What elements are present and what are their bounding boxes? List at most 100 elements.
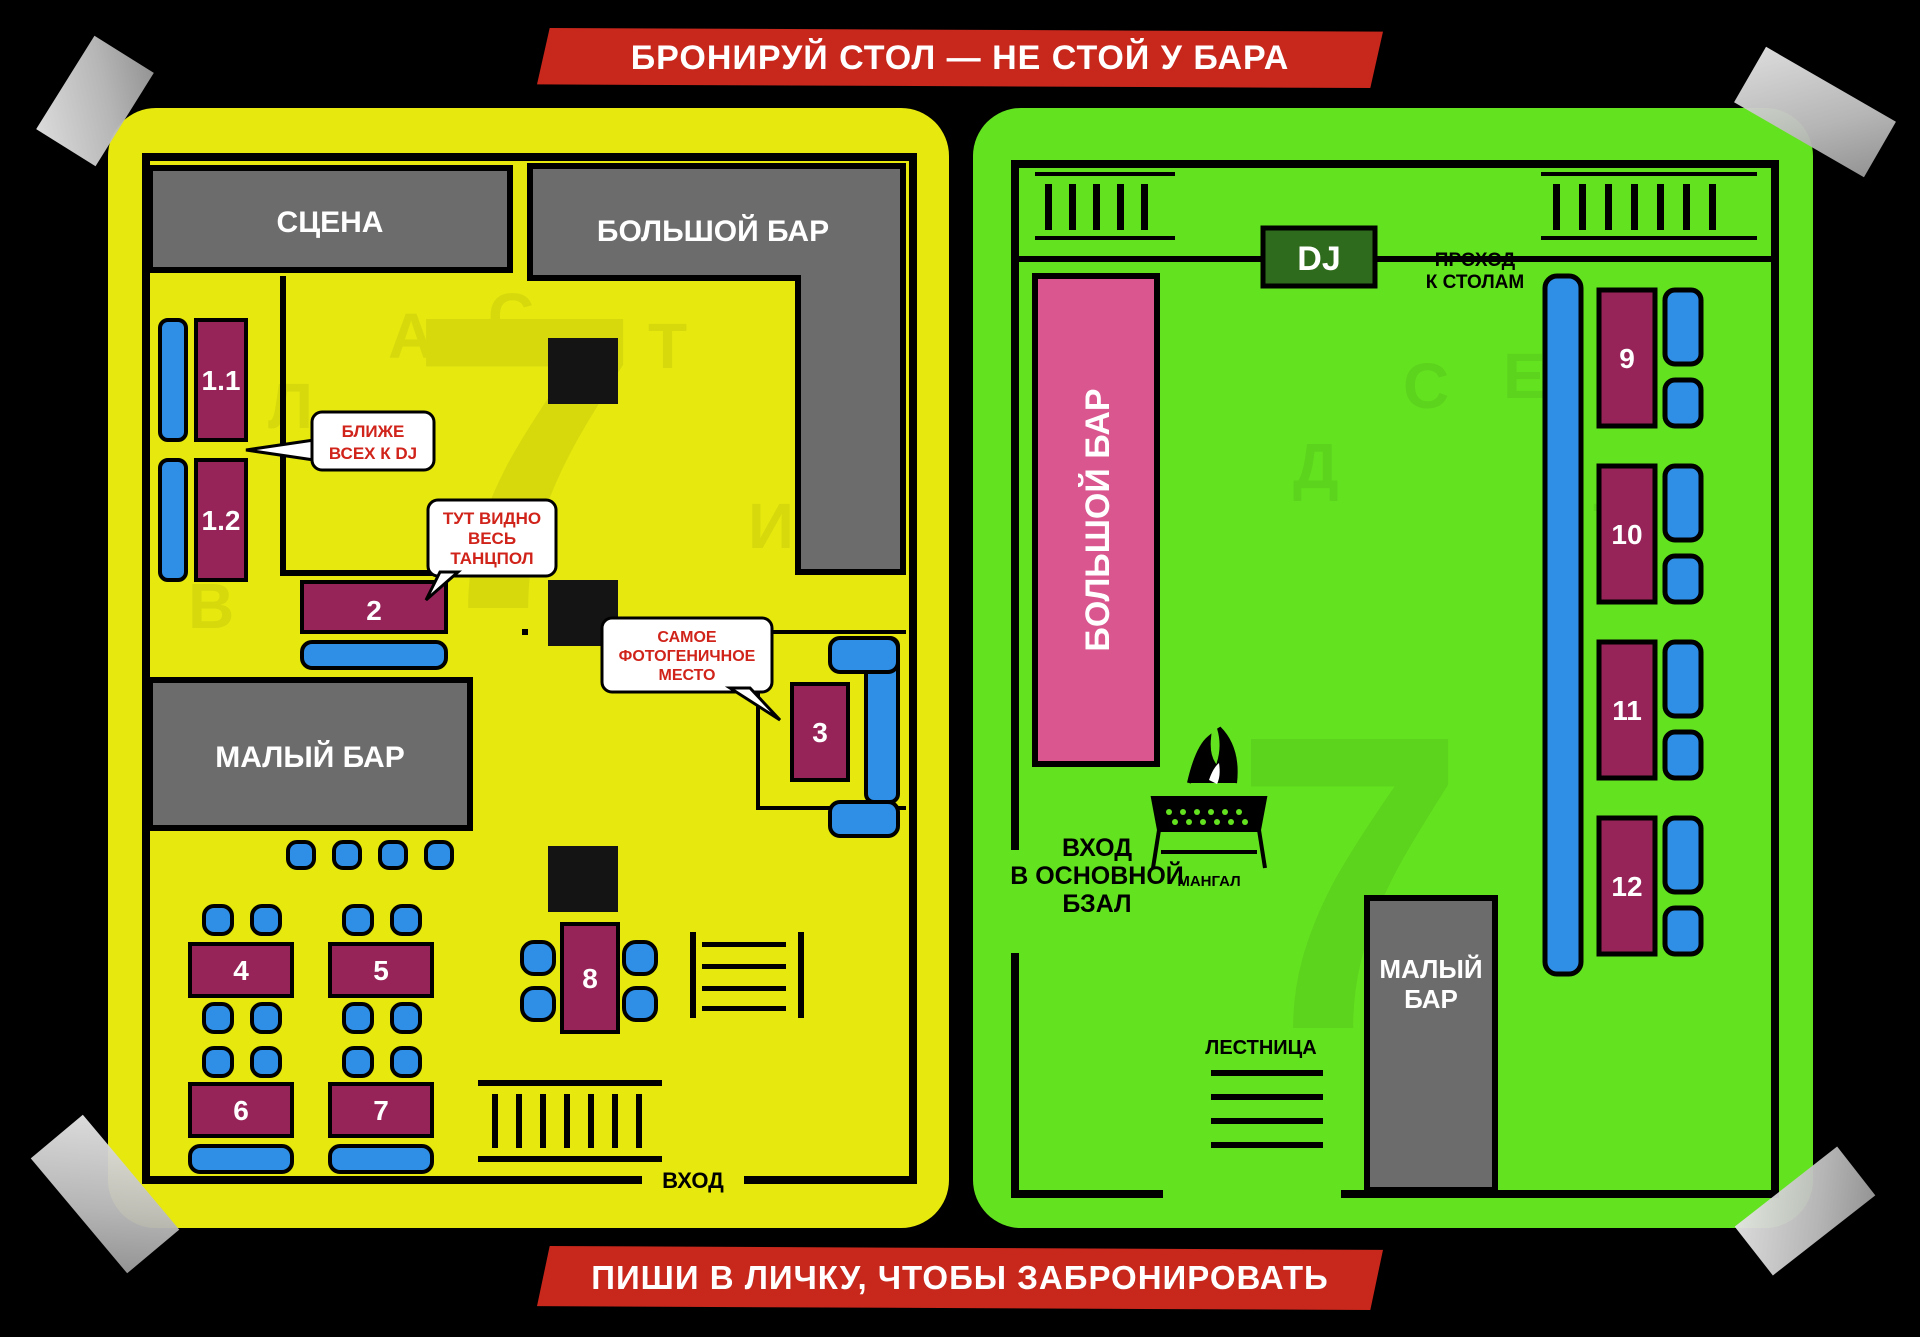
table-2[interactable] bbox=[300, 580, 448, 634]
wall-left bbox=[142, 153, 150, 1183]
header-banner: БРОНИРУЙ СТОЛ — НЕ СТОЙ У БАРА bbox=[537, 28, 1383, 88]
sofa-7 bbox=[328, 1144, 434, 1174]
callout-photo-line1: САМОЕ bbox=[657, 629, 716, 646]
table-1-1[interactable] bbox=[194, 318, 248, 442]
stool bbox=[286, 840, 316, 870]
wall-left-lower bbox=[1011, 953, 1019, 1197]
main-hall-entrance-line1: ВХОД bbox=[1062, 834, 1132, 862]
watermark-letter: Л bbox=[268, 370, 313, 442]
stool bbox=[332, 840, 362, 870]
table-10-label: 10 bbox=[1611, 519, 1642, 550]
table-8[interactable] bbox=[560, 922, 620, 1034]
small-bar-right bbox=[1364, 895, 1498, 1193]
table-10[interactable] bbox=[1596, 463, 1658, 605]
wall-right bbox=[1771, 160, 1779, 1197]
stairs-left-side bbox=[690, 932, 804, 1018]
table-7-label: 7 bbox=[373, 1095, 389, 1126]
wall-top bbox=[142, 153, 917, 161]
callout-dj-line2: ВСЕХ К DJ bbox=[329, 444, 417, 463]
table-3-label: 3 bbox=[812, 717, 828, 748]
booking-cta-text: ПИШИ В ЛИЧКУ, ЧТОБЫ ЗАБРОНИРОВАТЬ bbox=[591, 1259, 1329, 1296]
wall-top bbox=[1011, 160, 1779, 168]
small-bar-right-line1: МАЛЫЙ bbox=[1379, 954, 1482, 984]
entrance-left-label: ВХОД bbox=[662, 1168, 724, 1193]
callout-dj-line1: БЛИЖЕ bbox=[342, 422, 405, 441]
wall-bottom-left bbox=[142, 1176, 642, 1184]
table-4[interactable] bbox=[188, 942, 294, 998]
table-1-2-label: 1.2 bbox=[202, 505, 241, 536]
small-bar-left-label: МАЛЫЙ БАР bbox=[215, 740, 404, 774]
wall-right bbox=[909, 153, 917, 1183]
table-3[interactable] bbox=[790, 682, 850, 782]
wall-left-upper bbox=[1011, 160, 1019, 850]
watermark-letter: И bbox=[748, 490, 794, 562]
callout-dj: БЛИЖЕ ВСЕХ К DJ bbox=[245, 410, 436, 472]
small-bar-left bbox=[147, 677, 473, 831]
table-12[interactable] bbox=[1596, 815, 1658, 957]
watermark-letter: Е bbox=[1503, 340, 1546, 412]
big-bar-left bbox=[527, 163, 906, 575]
table-1-2[interactable] bbox=[194, 458, 248, 582]
passage-label-line1: ПРОХОД bbox=[1435, 250, 1516, 271]
table-6[interactable] bbox=[188, 1082, 294, 1138]
long-sofa-right bbox=[1542, 273, 1584, 977]
grill-label: МАНГАЛ bbox=[1177, 873, 1240, 890]
callout-photo-line3: МЕСТО bbox=[659, 667, 716, 684]
callout-dance-line1: ТУТ ВИДНО bbox=[443, 509, 541, 528]
table-2-label: 2 bbox=[366, 595, 382, 626]
table-6-label: 6 bbox=[233, 1095, 249, 1126]
callout-photo: САМОЕ ФОТОГЕНИЧНОЕ МЕСТО bbox=[600, 616, 782, 722]
dj-room-wall-bottom bbox=[280, 570, 460, 576]
watermark-letter: С bbox=[488, 280, 534, 352]
stage bbox=[147, 165, 513, 273]
big-bar-right bbox=[1032, 273, 1160, 767]
sofa-2 bbox=[300, 640, 448, 670]
table-7[interactable] bbox=[328, 1082, 434, 1138]
callout-dance-line3: ТАНЦПОЛ bbox=[450, 549, 533, 568]
table-11-label: 11 bbox=[1612, 695, 1642, 726]
passage-label-line2: К СТОЛАМ bbox=[1426, 272, 1524, 293]
table-8-label: 8 bbox=[582, 963, 598, 994]
callout-dance: ТУТ ВИДНО ВЕСЬ ТАНЦПОЛ bbox=[424, 498, 558, 602]
column bbox=[548, 846, 618, 912]
small-bar-right-line2: БАР bbox=[1404, 984, 1458, 1014]
vent-right bbox=[1541, 172, 1757, 240]
big-bar-right-label: БОЛЬШОЙ БАР bbox=[1078, 388, 1117, 651]
table-12-label: 12 bbox=[1611, 871, 1642, 902]
watermark-letter: А bbox=[388, 300, 434, 372]
stairs-label: ЛЕСТНИЦА bbox=[1205, 1037, 1316, 1059]
main-hall-entrance-line2: В ОСНОВНОЙ bbox=[1010, 860, 1184, 890]
sofa-1-1 bbox=[158, 318, 188, 442]
stool bbox=[424, 840, 454, 870]
vent-left bbox=[1035, 172, 1175, 240]
sofa-6 bbox=[188, 1144, 294, 1174]
booking-cta-banner[interactable]: ПИШИ В ЛИЧКУ, ЧТОБЫ ЗАБРОНИРОВАТЬ bbox=[537, 1246, 1383, 1310]
wall-bottom-right bbox=[1341, 1190, 1779, 1198]
left-hall-plan: В Л А С Т И 7 СЦЕНА БОЛЬШОЙ БАР МАЛЫЙ БА… bbox=[108, 108, 949, 1228]
right-hall-plan: Д С Е Т Р 7 DJ ПРОХОД К СТОЛАМ БОЛЬШОЙ Б… bbox=[973, 108, 1813, 1228]
header-title: БРОНИРУЙ СТОЛ — НЕ СТОЙ У БАРА bbox=[630, 39, 1290, 77]
stairs-right bbox=[1211, 1070, 1323, 1148]
watermark-letter: Д bbox=[1293, 430, 1339, 502]
stool bbox=[378, 840, 408, 870]
inner-wall bbox=[1019, 256, 1771, 262]
stage-label: СЦЕНА bbox=[277, 206, 384, 239]
stairs-entrance bbox=[478, 1080, 662, 1162]
watermark-letter: С bbox=[1403, 350, 1449, 422]
table-4-label: 4 bbox=[233, 955, 249, 986]
column bbox=[548, 338, 618, 404]
dj-booth bbox=[1260, 225, 1378, 289]
photo-zone-frame bbox=[756, 630, 906, 634]
callout-dance-line2: ВЕСЬ bbox=[468, 529, 516, 548]
wall-bottom-left bbox=[1011, 1190, 1163, 1198]
main-hall-entrance-line3: БЗАЛ bbox=[1062, 890, 1131, 918]
table-11[interactable] bbox=[1596, 639, 1658, 781]
wall-bottom-right bbox=[744, 1176, 917, 1184]
table-5-label: 5 bbox=[373, 955, 389, 986]
callout-photo-line2: ФОТОГЕНИЧНОЕ bbox=[619, 648, 756, 665]
table-9-label: 9 bbox=[1619, 343, 1635, 374]
table-5[interactable] bbox=[328, 942, 434, 998]
table-9[interactable] bbox=[1596, 287, 1658, 429]
dj-room-wall bbox=[280, 276, 286, 576]
big-bar-left-label: БОЛЬШОЙ БАР bbox=[597, 214, 829, 248]
